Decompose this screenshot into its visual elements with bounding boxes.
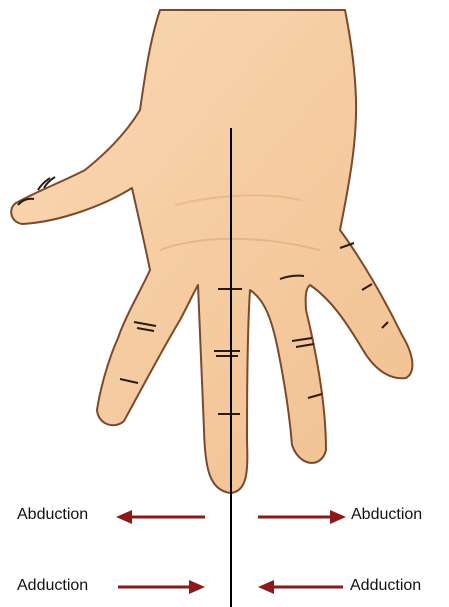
adduction-right-label: Adduction: [350, 577, 421, 595]
adduction-left-arrow: [118, 580, 205, 594]
adduction-right-arrow: [258, 580, 343, 594]
abduction-left-label: Abduction: [17, 506, 88, 524]
abduction-right-label: Abduction: [351, 506, 422, 524]
hand-outline: [11, 10, 412, 493]
adduction-left-label: Adduction: [17, 577, 88, 595]
abduction-left-arrow: [116, 510, 205, 524]
abduction-right-arrow: [258, 510, 346, 524]
